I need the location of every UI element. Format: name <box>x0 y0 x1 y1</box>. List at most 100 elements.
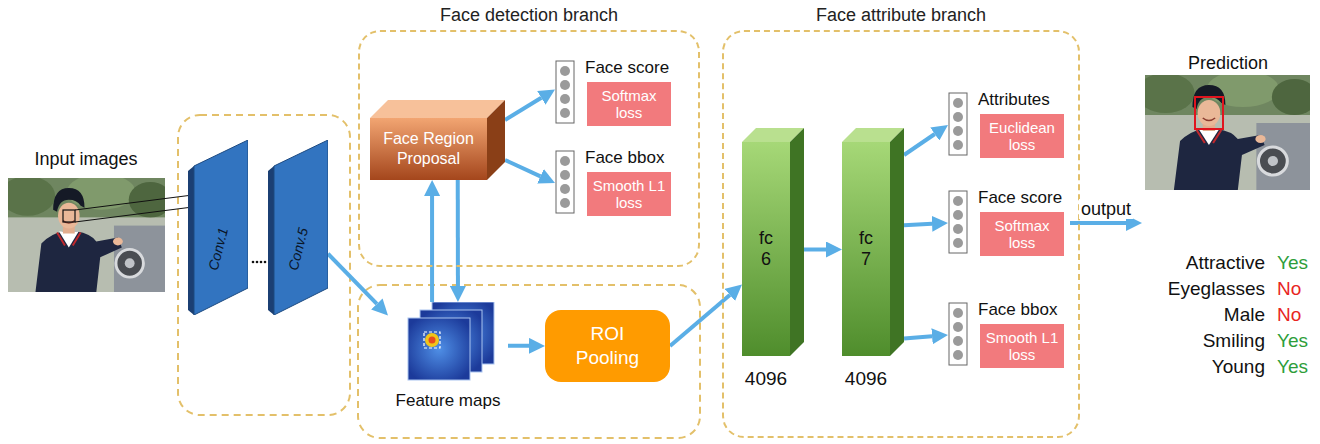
vector-unit <box>560 156 570 166</box>
panel-node: Conv.1 <box>188 140 248 315</box>
photo-node: Input images <box>5 148 167 294</box>
ellipsis-dot <box>260 261 263 264</box>
loss-label: Smooth L1 loss <box>592 177 666 212</box>
pred-node: Prediction <box>1142 52 1314 242</box>
vector-unit <box>953 336 963 346</box>
receptive-field <box>63 210 75 222</box>
feature-map <box>408 318 470 380</box>
ellipsis-dot <box>252 261 255 264</box>
fc-node: fc 74096 <box>842 128 904 398</box>
feature-stack <box>388 302 508 388</box>
loss-label: Softmax loss <box>985 217 1059 252</box>
ellipsis-dot <box>264 261 267 264</box>
vector-frame <box>556 151 574 213</box>
conv-layer-face <box>194 140 248 315</box>
vector-unit <box>953 126 963 136</box>
loss-box: Euclidean loss <box>980 114 1064 158</box>
flow-arrow <box>456 180 460 286</box>
flow-arrow <box>904 336 932 338</box>
loss-node: Face bboxSmooth L1 loss <box>948 300 1070 370</box>
flow-arrow <box>904 134 935 155</box>
vector-unit <box>560 184 570 194</box>
output-vector <box>555 60 575 126</box>
attribute-name: Eyeglasses <box>1168 278 1265 300</box>
conv-layer-side <box>188 166 194 315</box>
block-side <box>487 100 505 180</box>
output-title: Face score <box>978 188 1062 208</box>
group-node: Face attribute branchfc 64096fc 74096Att… <box>722 30 1080 438</box>
vector-frame <box>949 191 967 253</box>
feature-label: Feature maps <box>388 390 508 411</box>
attribute-value: Yes <box>1277 356 1308 378</box>
roi-label: ROI Pooling <box>566 322 650 370</box>
flow-arrow <box>804 248 826 252</box>
vector-frame <box>949 93 967 155</box>
vector-unit <box>560 80 570 90</box>
vector-unit <box>953 210 963 220</box>
activation-core <box>429 337 436 344</box>
flow-arrow <box>505 98 541 120</box>
attribute-name: Attractive <box>1186 252 1265 274</box>
vector-frame <box>556 61 574 123</box>
flow-arrow <box>904 224 932 225</box>
branch-title: Face attribute branch <box>724 4 1078 26</box>
vector-unit <box>953 238 963 248</box>
roi-mark <box>424 332 440 348</box>
attribute-name: Smiling <box>1203 330 1265 352</box>
attribute-value: No <box>1277 278 1301 300</box>
vector-unit <box>953 308 963 318</box>
loss-label: Euclidean loss <box>985 119 1059 154</box>
panel-node: Conv.5 <box>268 140 328 315</box>
attribute-value: Yes <box>1277 252 1308 274</box>
prediction-photo <box>1137 71 1317 190</box>
vector-unit <box>953 322 963 332</box>
block-top <box>370 100 505 118</box>
fc-label: fc 6 <box>754 228 778 269</box>
flow-arrow <box>328 254 377 304</box>
output-title: Face score <box>585 58 669 78</box>
loss-box: Softmax loss <box>587 82 671 126</box>
loss-node: Face scoreSoftmax loss <box>555 58 677 128</box>
loss-label: Softmax loss <box>592 87 666 122</box>
fc-side <box>890 128 904 356</box>
fc-side <box>790 128 804 356</box>
fc-node: fc 64096 <box>742 128 804 398</box>
vector-unit <box>953 350 963 360</box>
fmap-node: Feature maps <box>388 302 508 414</box>
vector-unit <box>953 112 963 122</box>
vector-unit <box>560 66 570 76</box>
conv-layer-side <box>268 166 274 315</box>
activation-spot <box>425 333 439 347</box>
fc-label: fc 7 <box>854 228 878 269</box>
flow-arrow <box>430 196 434 302</box>
output-vector <box>948 190 968 256</box>
fc-size: 4096 <box>834 368 898 390</box>
loss-label: Smooth L1 loss <box>985 329 1059 364</box>
block-front <box>370 118 487 180</box>
flow-arrow <box>505 160 540 176</box>
ellipsis-dot <box>256 261 259 264</box>
face-box <box>1195 97 1223 129</box>
loss-node: Face bboxSmooth L1 loss <box>555 148 677 218</box>
output-vector <box>948 92 968 158</box>
output-vector <box>555 150 575 216</box>
flow-arrow <box>508 344 529 348</box>
output-vector <box>948 302 968 368</box>
fc-size: 4096 <box>734 368 798 390</box>
attribute-value: Yes <box>1277 330 1308 352</box>
attribute-value: No <box>1277 304 1301 326</box>
feature-frame <box>358 285 700 438</box>
edge-label: output <box>1079 199 1133 219</box>
vector-unit <box>953 140 963 150</box>
flow-arrow <box>670 295 730 346</box>
branch-title: Face detection branch <box>360 4 698 26</box>
image-caption: Prediction <box>1142 52 1314 74</box>
group-node: Face detection branchFace Region Proposa… <box>358 30 700 267</box>
loss-box: Smooth L1 loss <box>587 172 671 216</box>
loss-node: AttributesEuclidean loss <box>948 90 1070 160</box>
box3d-node: Face Region Proposal <box>370 100 505 180</box>
vector-unit <box>953 224 963 234</box>
roi-node: ROI Pooling <box>545 310 670 382</box>
vector-unit <box>560 94 570 104</box>
